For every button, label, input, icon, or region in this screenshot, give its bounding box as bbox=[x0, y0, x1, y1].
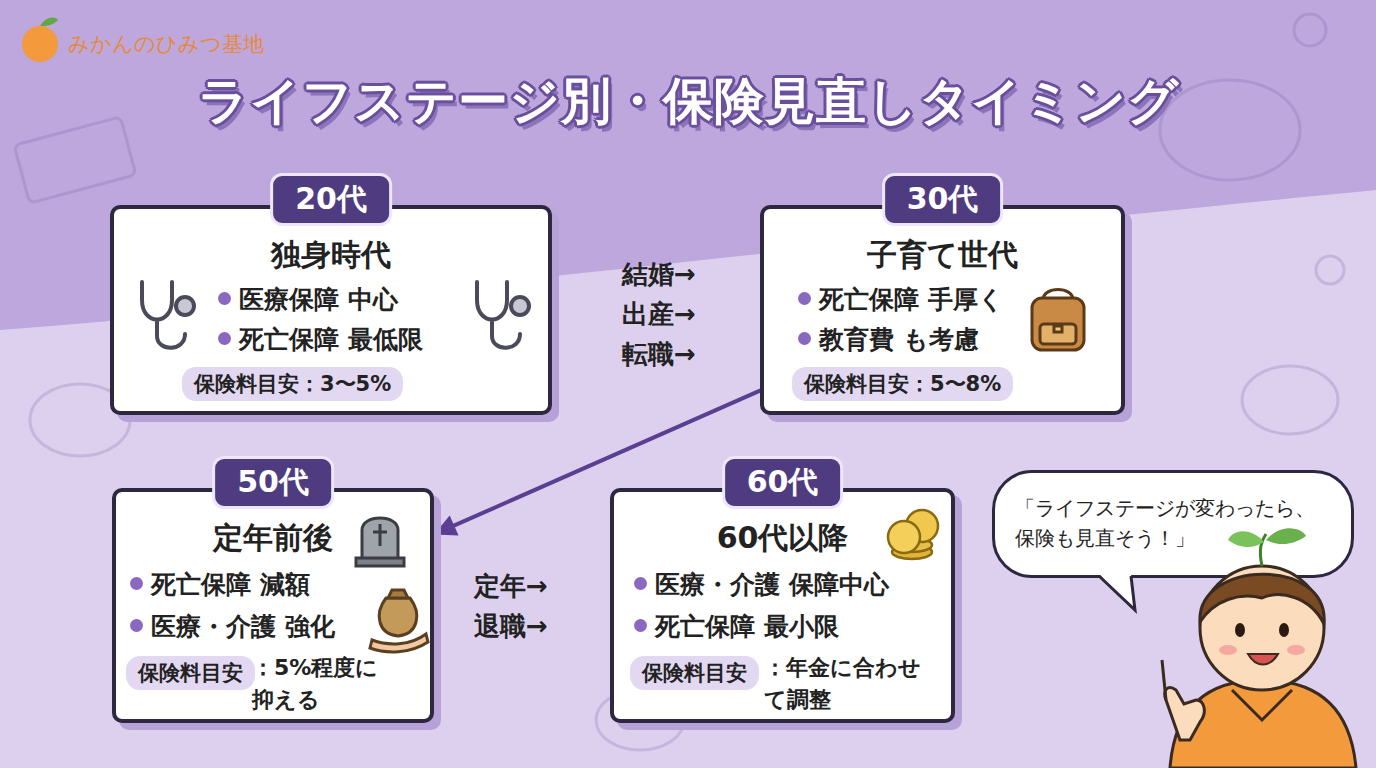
stage-card: 30代子育て世代死亡保障 手厚く教育費 も考慮保険料目安：5〜8% bbox=[760, 205, 1125, 415]
premium-value: ：年金に合わせ て調整 bbox=[764, 652, 929, 716]
bullet-item: 医療・介護 強化 bbox=[130, 610, 335, 643]
bullet-item: 死亡保障 最小限 bbox=[634, 610, 839, 643]
age-tab: 30代 bbox=[882, 173, 1004, 226]
background-piggy-part bbox=[1294, 14, 1326, 46]
premium-pill: 保険料目安 bbox=[630, 656, 759, 690]
bullet-text: 医療・介護 強化 bbox=[151, 612, 335, 641]
premium-pill: 保険料目安：3〜5% bbox=[182, 367, 403, 401]
bubble-text: 「ライフステージが変わったら、 保険も見直そう！」 bbox=[1015, 493, 1337, 553]
boy-illustration-part bbox=[1170, 680, 1356, 768]
bullet-text: 死亡保障 最低限 bbox=[239, 325, 423, 354]
brand-logo-text: みかんのひみつ基地 bbox=[68, 30, 264, 58]
boy-illustration-part bbox=[1165, 688, 1205, 740]
bullet-text: 医療保障 中心 bbox=[239, 285, 398, 314]
bullet-text: 死亡保障 最小限 bbox=[655, 612, 839, 641]
bullet-item: 医療保障 中心 bbox=[218, 283, 398, 316]
boy-illustration-part bbox=[1248, 654, 1278, 665]
background-piggy-part bbox=[1160, 80, 1300, 180]
bullet-dot bbox=[634, 577, 647, 590]
premium-value: ：5%程度に 抑える bbox=[252, 652, 417, 716]
boy-illustration-part bbox=[1287, 645, 1305, 655]
bullet-item: 死亡保障 手厚く bbox=[798, 283, 1004, 316]
stage-card: 50代定年前後死亡保障 減額医療・介護 強化保険料目安：5%程度に 抑える bbox=[112, 488, 434, 723]
background-piggy-part bbox=[1316, 256, 1344, 284]
bullet-item: 医療・介護 保障中心 bbox=[634, 568, 889, 601]
background-piggy-part bbox=[1242, 366, 1338, 434]
bullet-item: 教育費 も考慮 bbox=[798, 323, 979, 356]
logo-orange-part bbox=[40, 18, 58, 26]
bubble-tail bbox=[1095, 574, 1155, 614]
bullet-text: 教育費 も考慮 bbox=[819, 325, 979, 354]
bubble-tail-shape bbox=[1099, 574, 1135, 610]
boy-illustration-part bbox=[1279, 623, 1289, 637]
event-list: 定年→ 退職→ bbox=[474, 566, 583, 646]
bullet-text: 死亡保障 手厚く bbox=[819, 285, 1004, 314]
bubble-tail-outline bbox=[1099, 576, 1135, 610]
stage-card: 20代独身時代医療保障 中心死亡保障 最低限保険料目安：3〜5% bbox=[110, 205, 552, 415]
boy-illustration-part bbox=[1162, 660, 1166, 700]
boy-illustration-part bbox=[1219, 645, 1237, 655]
background-wave bbox=[0, 190, 1376, 768]
event-list: 結婚→ 出産→ 転職→ bbox=[622, 254, 731, 374]
diagram-title: ライフステージ別・保険見直しタイミング bbox=[0, 68, 1376, 135]
stage-heading: 子育て世代 bbox=[764, 235, 1121, 276]
premium-pill: 保険料目安 bbox=[126, 656, 255, 690]
boy-illustration-part bbox=[1235, 623, 1245, 637]
stage-heading: 定年前後 bbox=[116, 518, 430, 559]
bullet-text: 死亡保障 減額 bbox=[151, 570, 310, 599]
bullet-dot bbox=[218, 332, 231, 345]
stage-heading: 60代以降 bbox=[614, 518, 951, 559]
bullet-item: 死亡保障 最低限 bbox=[218, 323, 423, 356]
boy-illustration-part bbox=[1200, 566, 1324, 690]
age-tab: 20代 bbox=[270, 173, 392, 226]
bullet-dot bbox=[634, 619, 647, 632]
bullet-dot bbox=[798, 292, 811, 305]
bullet-dot bbox=[130, 619, 143, 632]
age-tab: 50代 bbox=[212, 456, 334, 509]
background-piggy-part bbox=[14, 117, 136, 203]
age-tab: 60代 bbox=[722, 456, 844, 509]
bullet-dot bbox=[130, 577, 143, 590]
speech-bubble: 「ライフステージが変わったら、 保険も見直そう！」 bbox=[992, 470, 1354, 578]
bullet-text: 医療・介護 保障中心 bbox=[655, 570, 889, 599]
arrow-head bbox=[434, 515, 459, 535]
bullet-item: 死亡保障 減額 bbox=[130, 568, 310, 601]
boy-illustration-part bbox=[1232, 690, 1292, 720]
boy-illustration-part bbox=[1200, 574, 1324, 624]
logo-orange bbox=[22, 18, 58, 62]
bullet-dot bbox=[218, 292, 231, 305]
logo-orange-part bbox=[22, 26, 58, 62]
stage-heading: 独身時代 bbox=[114, 235, 548, 276]
stage-card: 60代60代以降医療・介護 保障中心死亡保障 最小限保険料目安：年金に合わせ て… bbox=[610, 488, 955, 723]
bullet-dot bbox=[798, 332, 811, 345]
premium-pill: 保険料目安：5〜8% bbox=[792, 367, 1013, 401]
